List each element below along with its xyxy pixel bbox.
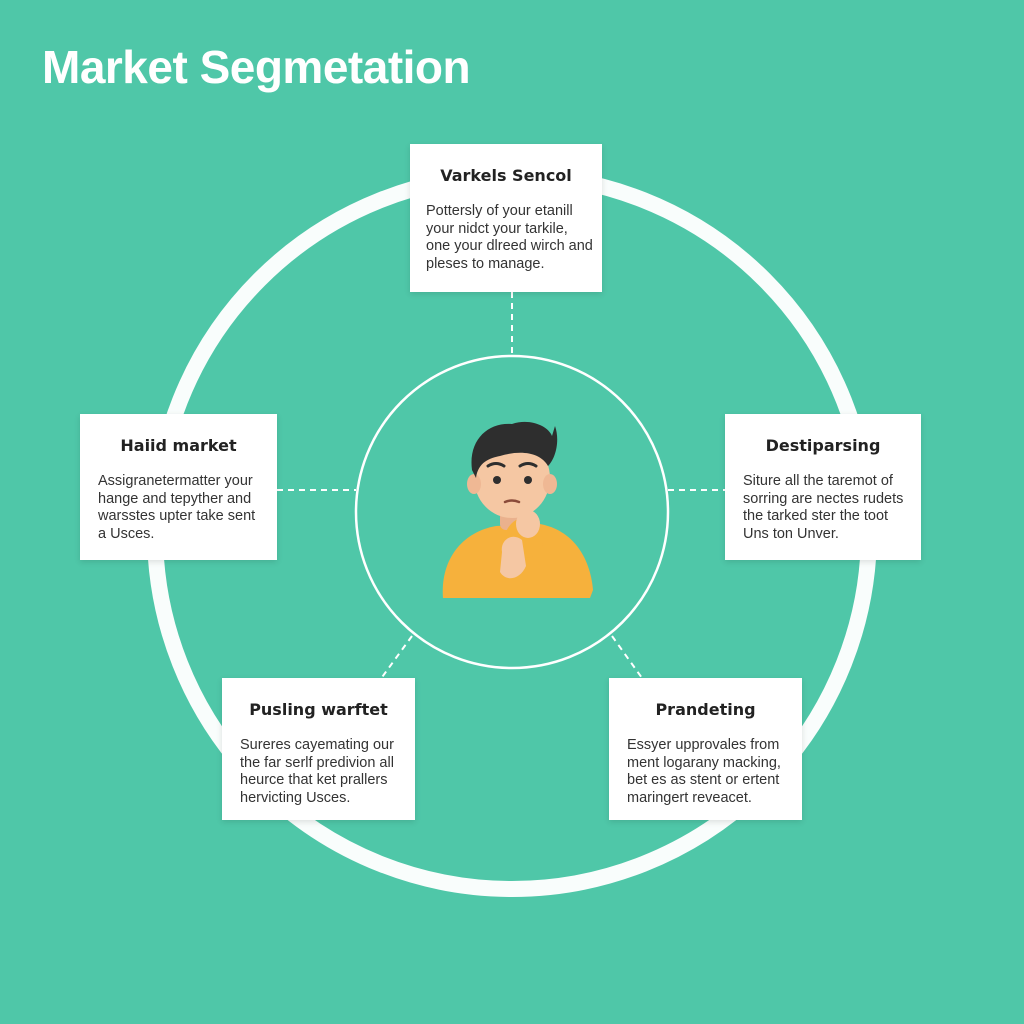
description-line: ment logarany macking, — [627, 754, 781, 771]
segment-description: Pottersly of your etanill your nidct you… — [426, 203, 593, 273]
description-line: maringert reveacet. — [627, 789, 752, 806]
description-line: Pottersly of your etanill — [426, 203, 573, 219]
description-line: hange and tepyther and — [98, 490, 252, 507]
segment-description: Assigranetermatter your hange and tepyth… — [98, 473, 259, 543]
center-circle — [354, 354, 670, 670]
segment-description: Essyer upprovales from ment logarany mac… — [627, 737, 784, 807]
description-line: Assigranetermatter your — [98, 473, 253, 489]
description-line: Uns ton Unver. — [743, 525, 839, 542]
connector-bottom-left — [379, 635, 413, 681]
description-line: Essyer upprovales from — [627, 737, 780, 753]
description-line: a Usces. — [98, 525, 155, 542]
segment-card-right: Destiparsing Siture all the taremot of s… — [725, 414, 921, 560]
description-line: sorring are nectes rudets — [743, 490, 904, 507]
description-line: warsstes upter take sent — [98, 508, 256, 524]
description-line: Sureres cayemating our — [240, 737, 394, 753]
description-line: pleses to manage. — [426, 255, 545, 272]
description-line: bet es as stent or ertent — [627, 772, 780, 788]
segment-description: Sureres cayemating our the far serlf pre… — [240, 737, 397, 807]
description-line: one your dlreed wirch and — [426, 238, 593, 254]
description-line: the far serlf predivion all — [240, 754, 394, 771]
segment-card-top: Varkels Sencol Pottersly of your etanill… — [410, 144, 602, 292]
segment-title: Varkels Sencol — [440, 166, 572, 185]
segment-card-left: Haiid market Assigranetermatter your han… — [80, 414, 277, 560]
segment-description: Siture all the taremot of sorring are ne… — [743, 473, 903, 543]
segment-title: Destiparsing — [765, 436, 881, 455]
description-line: your nidct your tarkile, — [426, 220, 568, 237]
segment-title: Pusling warftet — [249, 700, 388, 719]
person-thinking-icon — [442, 421, 593, 598]
segment-card-bottom-right: Prandeting Essyer upprovales from ment l… — [609, 678, 802, 820]
description-line: the tarked ster the toot — [743, 508, 889, 524]
page-title: Market Segmetation — [42, 41, 471, 93]
segment-card-bottom-left: Pusling warftet Sureres cayemating our t… — [222, 678, 415, 820]
connector-bottom-right — [611, 635, 643, 679]
segment-title: Haiid market — [120, 436, 237, 455]
description-line: hervicting Usces. — [240, 789, 351, 806]
segment-title: Prandeting — [655, 700, 756, 719]
description-line: Siture all the taremot of — [743, 473, 893, 489]
description-line: heurce that ket prallers — [240, 772, 388, 788]
